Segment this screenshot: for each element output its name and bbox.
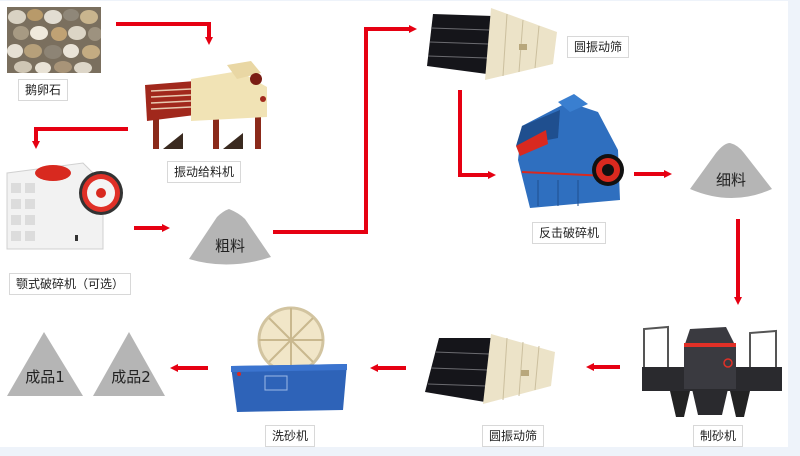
circular-screen-2-image [425,334,555,404]
fine-material-text: 细料 [716,171,746,189]
coarse-material-text: 粗料 [215,237,245,255]
arrow-screen1-to-impact [458,90,496,179]
arrow-coarse-to-screen1 [273,25,417,234]
node-pebble [7,7,101,73]
node-sand-washer [229,304,351,416]
arrow-pebble-to-feeder [116,22,213,45]
jaw-crusher-image [6,162,123,250]
product-1-text: 成品1 [25,368,65,386]
impact-crusher-image [516,94,624,208]
node-product-1: 成品1 [7,332,83,398]
product-2-text: 成品2 [111,368,151,386]
label-sand-washer: 洗砂机 [265,425,316,447]
sand-maker-image [642,325,782,417]
label-sand-maker: 制砂机 [693,425,744,447]
label-vibrating-feeder: 振动给料机 [167,161,242,183]
node-product-2: 成品2 [93,332,165,398]
node-circular-screen-1 [427,8,559,80]
label-impact-crusher: 反击破碎机 [532,222,607,244]
circular-screen-1-image [427,8,557,80]
node-impact-crusher [508,90,628,212]
pebble-image [7,7,101,73]
vibrating-feeder-image [145,61,267,149]
sand-washer-image [231,306,347,412]
label-pebble: 鹅卵石 [18,79,69,101]
label-jaw-crusher: 颚式破碎机（可选） [9,273,132,295]
node-circular-screen-2 [425,334,557,406]
node-vibrating-feeder [143,59,271,149]
flow-arrows [32,22,742,372]
node-fine-material: 细料 [688,141,774,205]
product-2-pile-shape: 成品2 [93,332,165,396]
node-jaw-crusher [3,153,123,253]
fine-pile-shape: 细料 [690,143,772,198]
product-1-pile-shape: 成品1 [7,332,83,396]
node-coarse-material: 粗料 [187,207,273,269]
flow-diagram: 鹅卵石 振动给料机 [0,1,788,447]
label-circular-screen-1: 圆振动筛 [567,36,630,58]
arrow-feeder-to-jaw [32,127,128,149]
node-sand-maker [640,319,784,419]
right-frame-strip [788,0,800,456]
coarse-pile-shape: 粗料 [189,209,271,265]
label-circular-screen-2: 圆振动筛 [482,425,545,447]
